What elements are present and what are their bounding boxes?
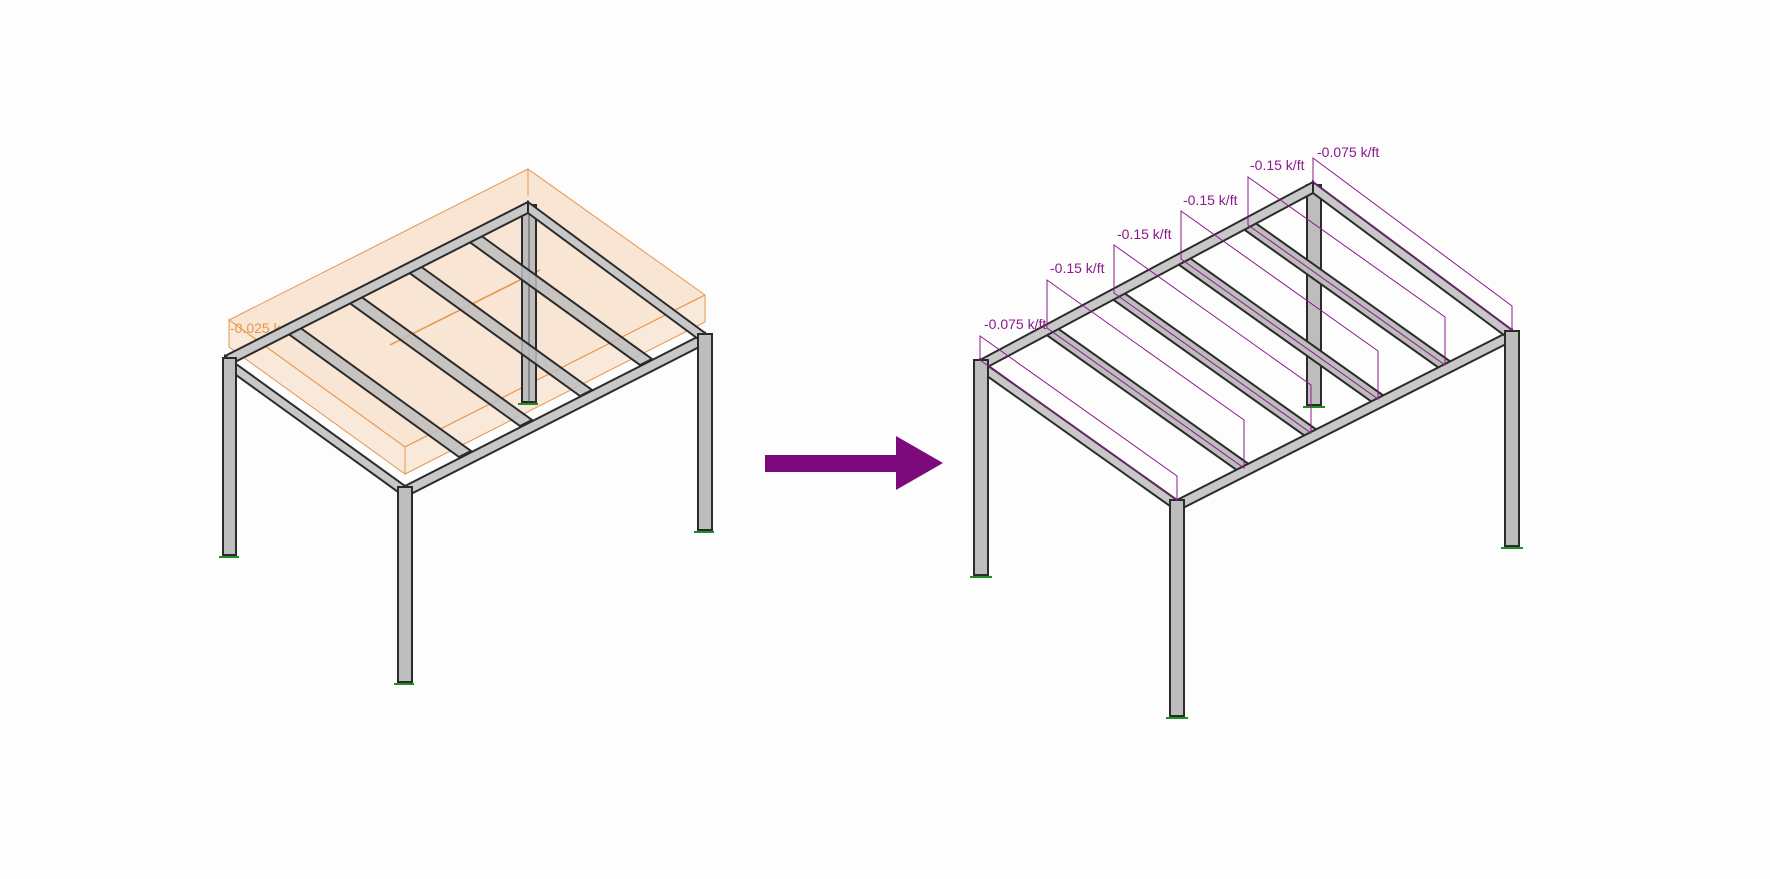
- line-loads: [979, 157, 1513, 501]
- area-load-label: -0.025 k: [230, 320, 282, 336]
- line-load-label: -0.15 k/ft: [1050, 260, 1105, 276]
- back-column: [1306, 184, 1322, 406]
- line-load-labels: -0.075 k/ft -0.15 k/ft -0.15 k/ft -0.15 …: [984, 144, 1379, 332]
- girders: [979, 180, 1513, 513]
- girders: [224, 200, 706, 499]
- columns: [973, 330, 1520, 717]
- right-frame-model: -0.075 k/ft -0.15 k/ft -0.15 k/ft -0.15 …: [970, 144, 1523, 719]
- left-frame-model: -0.025 k: [219, 168, 714, 685]
- columns: [222, 333, 713, 683]
- back-column: [521, 204, 537, 403]
- right-arrow-icon: [765, 436, 943, 490]
- line-load-label: -0.075 k/ft: [984, 316, 1046, 332]
- line-load-label: -0.075 k/ft: [1317, 144, 1379, 160]
- supports: [970, 406, 1523, 719]
- line-load-label: -0.15 k/ft: [1117, 226, 1172, 242]
- line-load-label: -0.15 k/ft: [1183, 192, 1238, 208]
- supports: [219, 403, 714, 685]
- line-load-label: -0.15 k/ft: [1250, 157, 1305, 173]
